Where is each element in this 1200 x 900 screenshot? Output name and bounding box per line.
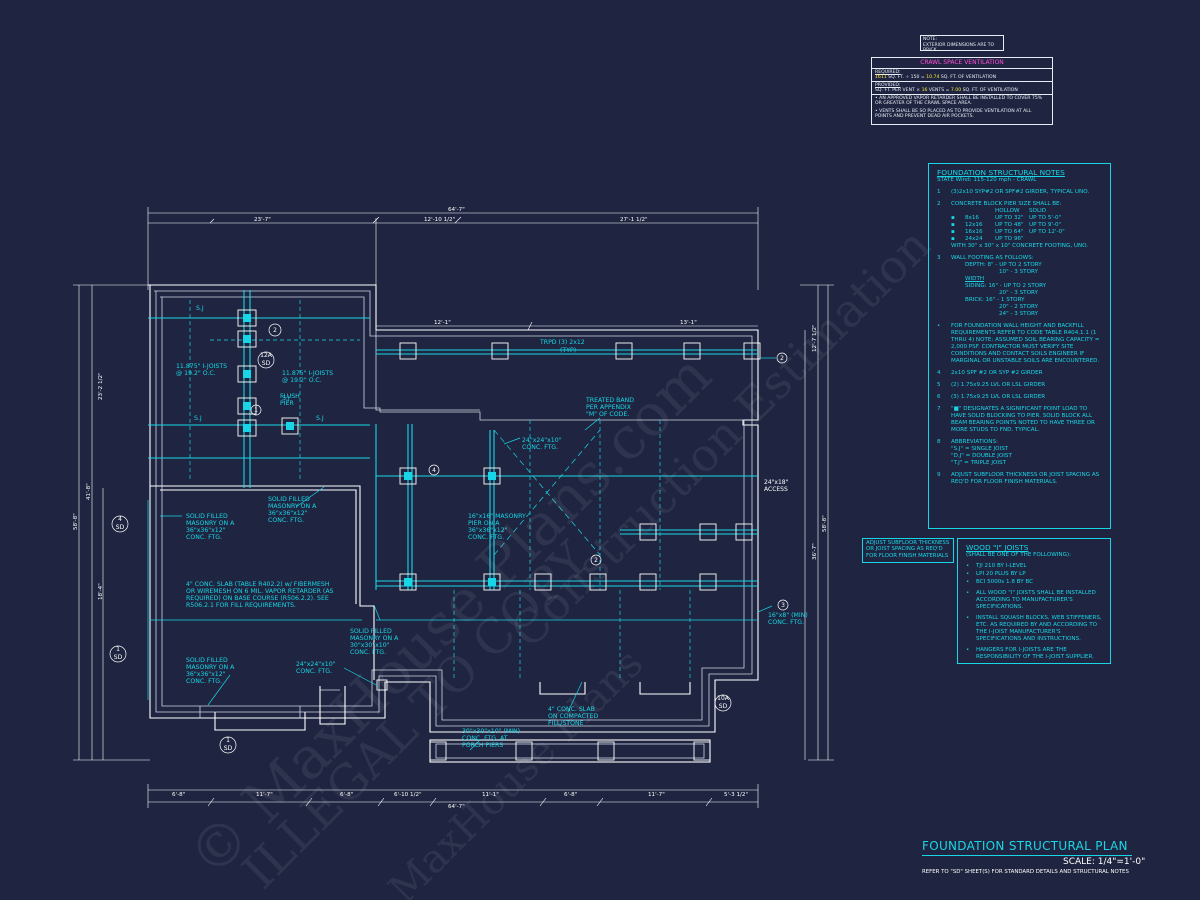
svg-text:S.J: S.J — [282, 395, 290, 402]
svg-text:12'-1": 12'-1" — [434, 320, 451, 326]
wood-i-joists-notes: WOOD "I" JOISTS (SHALL BE ONE OF THE FOL… — [957, 538, 1111, 664]
svg-text:SD: SD — [116, 524, 125, 531]
svg-text:TRPD (3) 2x12: TRPD (3) 2x12 — [539, 339, 585, 346]
dimension-lines — [73, 207, 834, 808]
svg-text:4: 4 — [432, 467, 436, 474]
svg-text:58'-8": 58'-8" — [73, 513, 79, 530]
svg-text:S.J: S.J — [196, 305, 204, 312]
svg-text:27'-1 1/2": 27'-1 1/2" — [620, 217, 648, 223]
plan-reference-note: REFER TO "SD" SHEET(S) FOR STANDARD DETA… — [922, 869, 1129, 875]
plan-labels: TRPD (3) 2x12 (TYP) S.J S.J S.J S.J — [194, 305, 585, 422]
dimension-labels: 64'-7" 23'-7" 12'-10 1/2" 27'-1 1/2" 12'… — [73, 207, 828, 810]
svg-text:4: 4 — [118, 516, 122, 523]
svg-text:3: 3 — [781, 602, 785, 609]
vent-note-2: • VENTS SHALL BE SO PLACED AS TO PROVIDE… — [875, 108, 1032, 120]
foundation-structural-notes: FOUNDATION STRUCTURAL NOTES STATE Wind: … — [928, 163, 1111, 529]
plan-label-i-joists: 11.875" I-JOISTS@ 19.2" O.C. — [176, 363, 227, 377]
svg-text:12A: 12A — [260, 352, 273, 359]
svg-text:S.J: S.J — [194, 415, 202, 422]
crawl-space-ventilation-table: CRAWL SPACE VENTILATION REQUIRED: 1611 S… — [871, 57, 1053, 125]
svg-text:1: 1 — [254, 407, 258, 414]
svg-text:41'-8": 41'-8" — [86, 483, 92, 500]
girders-and-joists — [147, 290, 758, 700]
svg-text:2: 2 — [273, 327, 277, 334]
svg-text:(TYP): (TYP) — [560, 347, 576, 354]
svg-text:6'-8": 6'-8" — [564, 792, 578, 798]
svg-text:18'-4": 18'-4" — [98, 583, 104, 600]
exterior-dimension-note: NOTE: EXTERIOR DIMENSIONS ARE TO BRICK. — [920, 35, 1004, 53]
structural-notes-title: FOUNDATION STRUCTURAL NOTES — [937, 168, 1065, 177]
piers — [237, 309, 761, 761]
svg-text:1: 1 — [116, 646, 120, 653]
vent-provided-row: PROVIDED: SQ. FT. PER VENT × 16 VENTS = … — [872, 82, 1052, 95]
svg-text:11'-1": 11'-1" — [482, 792, 499, 798]
svg-text:SD: SD — [114, 654, 123, 661]
svg-text:12'-7 1/2": 12'-7 1/2" — [812, 324, 818, 352]
vent-required-row: REQUIRED: 1611 SQ. FT. ÷ 150 = 10.74 SQ.… — [872, 69, 1052, 82]
adjust-subfloor-note: ADJUST SUBFLOOR THICKNESS OR JOIST SPACI… — [862, 538, 954, 563]
svg-text:64'-7": 64'-7" — [448, 207, 465, 213]
svg-text:13'-1": 13'-1" — [680, 320, 697, 326]
svg-text:2: 2 — [594, 557, 598, 564]
plan-label-right-footing: 16"x8" (MIN)CONC. FTG. — [768, 612, 808, 626]
svg-text:23'-7": 23'-7" — [254, 217, 271, 223]
dimension-ticks — [207, 216, 713, 807]
leader-lines — [207, 357, 776, 751]
svg-text:SD: SD — [262, 360, 271, 367]
svg-text:23'-2 1/2": 23'-2 1/2" — [98, 372, 104, 400]
svg-text:12'-10 1/2": 12'-10 1/2" — [424, 217, 456, 223]
plan-label-concrete-slab: 4" CONC. SLAB (TABLE R402.2) w/ FIBERMES… — [186, 581, 334, 609]
plan-label-footing: 24"x24"x10"CONC. FTG. — [296, 661, 336, 675]
svg-text:6'-8": 6'-8" — [172, 792, 186, 798]
plan-scale: SCALE: 1/4"=1'-0" — [1063, 857, 1146, 867]
svg-text:36'-7": 36'-7" — [812, 543, 818, 560]
svg-text:2: 2 — [780, 355, 784, 362]
wood-joists-title: WOOD "I" JOISTS — [966, 543, 1029, 552]
svg-text:1: 1 — [226, 737, 230, 744]
svg-text:6'-8": 6'-8" — [340, 792, 354, 798]
foundation-walls — [148, 284, 759, 763]
svg-text:11'-7": 11'-7" — [648, 792, 665, 798]
svg-text:6'-10 1/2": 6'-10 1/2" — [394, 792, 422, 798]
svg-text:64'-7": 64'-7" — [448, 804, 465, 810]
vent-table-title: CRAWL SPACE VENTILATION — [872, 58, 1052, 69]
svg-text:58'-8": 58'-8" — [822, 515, 828, 532]
plan-label-i-joists: 11.875" I-JOISTS@ 19.2" O.C. — [282, 370, 333, 384]
plan-label-footing: 24"x24"x10"CONC. FTG. — [522, 437, 562, 451]
svg-text:11'-7": 11'-7" — [256, 792, 273, 798]
plan-title: FOUNDATION STRUCTURAL PLAN — [922, 839, 1128, 853]
svg-text:S.J: S.J — [316, 415, 324, 422]
plan-label-access: 24"x18"ACCESS — [764, 479, 789, 493]
vent-note-1: • AN APPROVED VAPOR RETARDER SHALL BE IN… — [875, 96, 1043, 107]
svg-text:SD: SD — [224, 745, 233, 752]
svg-text:10A: 10A — [717, 695, 730, 702]
svg-text:SD: SD — [719, 703, 728, 710]
plan-title-underline — [922, 855, 1132, 856]
svg-text:5'-3 1/2": 5'-3 1/2" — [724, 792, 748, 798]
